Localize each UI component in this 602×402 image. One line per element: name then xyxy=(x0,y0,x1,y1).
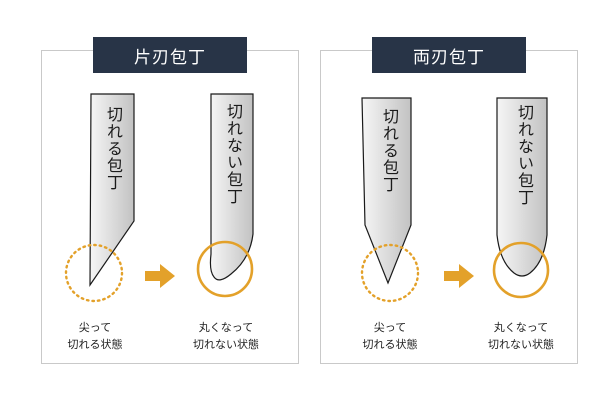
dull-double-bevel-blade xyxy=(496,97,548,277)
knife-label-dull-double: 切れない包丁 xyxy=(515,104,534,206)
knife-label-dull-single: 切れない包丁 xyxy=(224,103,243,205)
panel-single-bevel xyxy=(41,50,299,364)
caption-line: 尖って xyxy=(373,321,407,334)
caption-line: 切れない状態 xyxy=(193,338,259,351)
arrow-icon-2 xyxy=(444,264,474,288)
caption-sharp-single: 尖って 切れる状態 xyxy=(40,319,150,353)
arrow-icon xyxy=(145,264,175,288)
sharp-tip-dotted-circle xyxy=(64,243,124,303)
caption-dull-double: 丸くなって 切れない状態 xyxy=(466,319,576,353)
title-single-bevel: 片刃包丁 xyxy=(93,37,247,73)
sharp-single-bevel-blade xyxy=(89,93,135,287)
caption-line: 切れる状態 xyxy=(67,338,123,351)
caption-line: 尖って xyxy=(78,321,112,334)
caption-sharp-double: 尖って 切れる状態 xyxy=(335,319,445,353)
knife-label-sharp-single: 切れる包丁 xyxy=(104,106,123,191)
dull-tip-circle-2 xyxy=(492,241,550,299)
caption-line: 切れない状態 xyxy=(488,338,554,351)
caption-line: 切れる状態 xyxy=(362,338,418,351)
dull-tip-circle xyxy=(196,240,254,298)
caption-line: 丸くなって xyxy=(493,321,549,334)
caption-line: 丸くなって xyxy=(198,321,254,334)
dull-single-bevel-blade xyxy=(209,93,254,281)
knife-label-sharp-double: 切れる包丁 xyxy=(380,108,399,193)
sharp-tip-dotted-circle-2 xyxy=(360,243,420,303)
title-double-bevel: 両刃包丁 xyxy=(372,37,526,73)
caption-dull-single: 丸くなって 切れない状態 xyxy=(171,319,281,353)
sharp-double-bevel-blade xyxy=(361,97,412,285)
